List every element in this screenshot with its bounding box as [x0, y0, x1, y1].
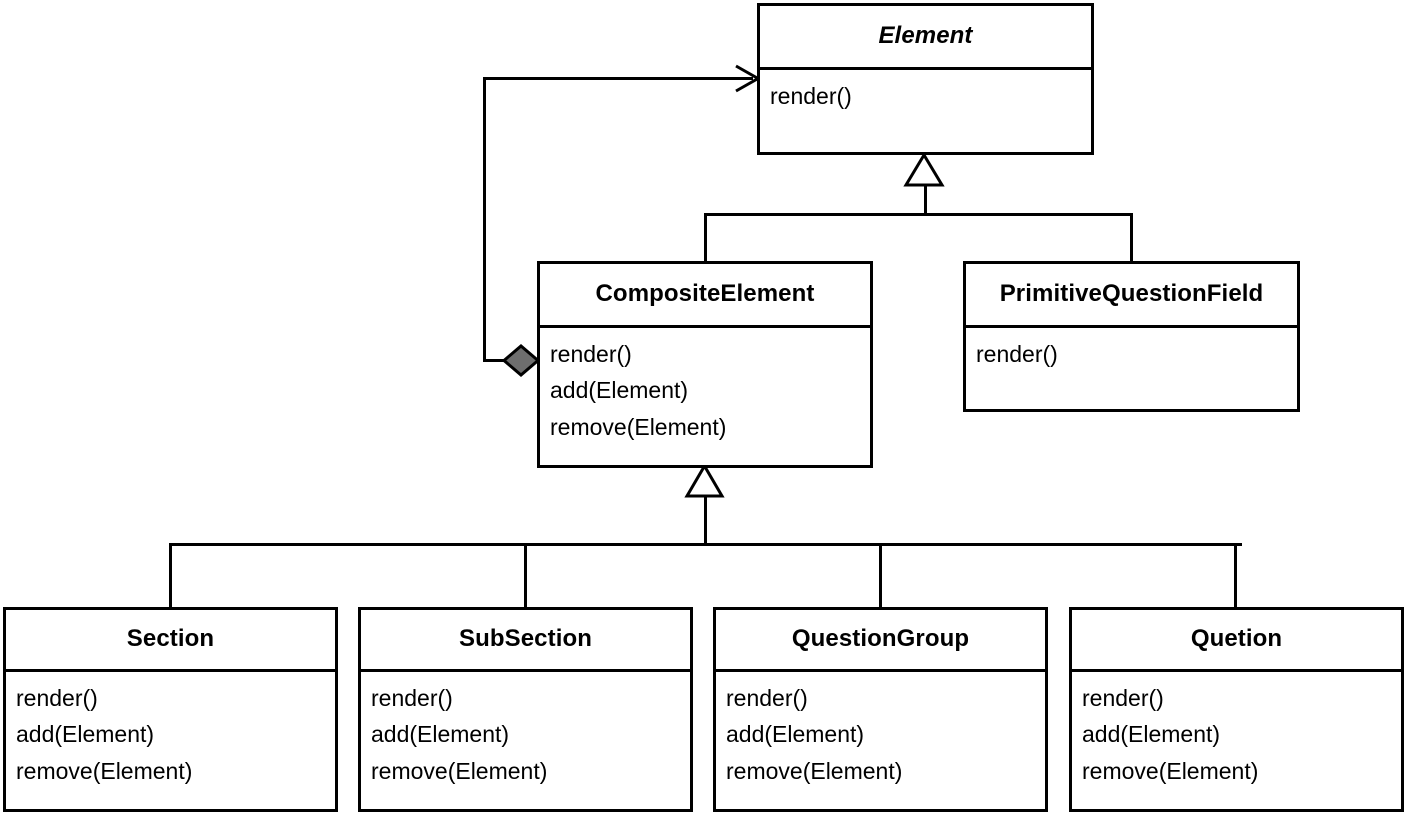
class-header-section: Section: [6, 610, 335, 672]
aggregation-segment-vertical: [483, 77, 486, 361]
class-methods-primitive-question-field: render(): [966, 328, 1297, 378]
method-item: render(): [16, 685, 98, 711]
class-name-primitive-question-field: PrimitiveQuestionField: [999, 280, 1264, 308]
class-methods-question-group: render() add(Element) remove(Element): [716, 672, 1045, 795]
class-header-quetion: Quetion: [1072, 610, 1401, 672]
class-name-quetion: Quetion: [1190, 625, 1283, 653]
class-header-primitive-question-field: PrimitiveQuestionField: [966, 264, 1297, 328]
class-box-quetion[interactable]: Quetion render() add(Element) remove(Ele…: [1069, 607, 1404, 812]
method-item: remove(Element): [1082, 757, 1259, 784]
method-item: add(Element): [726, 721, 865, 748]
aggregation-segment-bottom: [483, 359, 528, 362]
generalization-stem-composite: [704, 488, 707, 544]
generalization-drop-questiongroup: [879, 543, 882, 609]
method-item: render(): [770, 83, 852, 109]
class-box-primitive-question-field[interactable]: PrimitiveQuestionField render(): [963, 261, 1300, 412]
class-box-element[interactable]: Element render(): [757, 3, 1094, 155]
class-box-question-group[interactable]: QuestionGroup render() add(Element) remo…: [713, 607, 1048, 812]
method-item: remove(Element): [726, 757, 903, 784]
class-box-sub-section[interactable]: SubSection render() add(Element) remove(…: [358, 607, 693, 812]
class-name-sub-section: SubSection: [458, 625, 592, 653]
aggregation-segment-top: [483, 77, 753, 80]
class-header-composite-element: CompositeElement: [540, 264, 870, 328]
method-item: add(Element): [1082, 721, 1221, 748]
generalization-bus-composite: [169, 543, 1242, 546]
class-box-section[interactable]: Section render() add(Element) remove(Ele…: [3, 607, 338, 812]
method-item: add(Element): [550, 377, 689, 404]
method-item: render(): [371, 685, 453, 711]
class-name-element: Element: [878, 22, 973, 50]
method-item: remove(Element): [371, 757, 548, 784]
method-item: render(): [550, 341, 632, 367]
generalization-drop-composite: [704, 213, 707, 263]
method-item: remove(Element): [16, 757, 193, 784]
method-item: render(): [976, 341, 1058, 367]
class-methods-sub-section: render() add(Element) remove(Element): [361, 672, 690, 795]
class-methods-composite-element: render() add(Element) remove(Element): [540, 328, 870, 451]
generalization-bus-element: [704, 213, 1133, 216]
method-item: render(): [726, 685, 808, 711]
class-name-section: Section: [126, 625, 215, 653]
class-methods-section: render() add(Element) remove(Element): [6, 672, 335, 795]
method-item: add(Element): [371, 721, 510, 748]
generalization-drop-quetion: [1234, 543, 1237, 609]
generalization-drop-subsection: [524, 543, 527, 609]
class-name-question-group: QuestionGroup: [791, 625, 970, 653]
class-header-element: Element: [760, 6, 1091, 70]
class-header-sub-section: SubSection: [361, 610, 690, 672]
method-item: remove(Element): [550, 413, 727, 440]
class-box-composite-element[interactable]: CompositeElement render() add(Element) r…: [537, 261, 873, 468]
class-name-composite-element: CompositeElement: [595, 280, 815, 308]
generalization-stem-element: [924, 168, 927, 216]
generalization-drop-primitive: [1130, 213, 1133, 263]
class-header-question-group: QuestionGroup: [716, 610, 1045, 672]
method-item: add(Element): [16, 721, 155, 748]
method-item: render(): [1082, 685, 1164, 711]
class-methods-element: render(): [760, 70, 1091, 120]
generalization-drop-section: [169, 543, 172, 609]
class-methods-quetion: render() add(Element) remove(Element): [1072, 672, 1401, 795]
